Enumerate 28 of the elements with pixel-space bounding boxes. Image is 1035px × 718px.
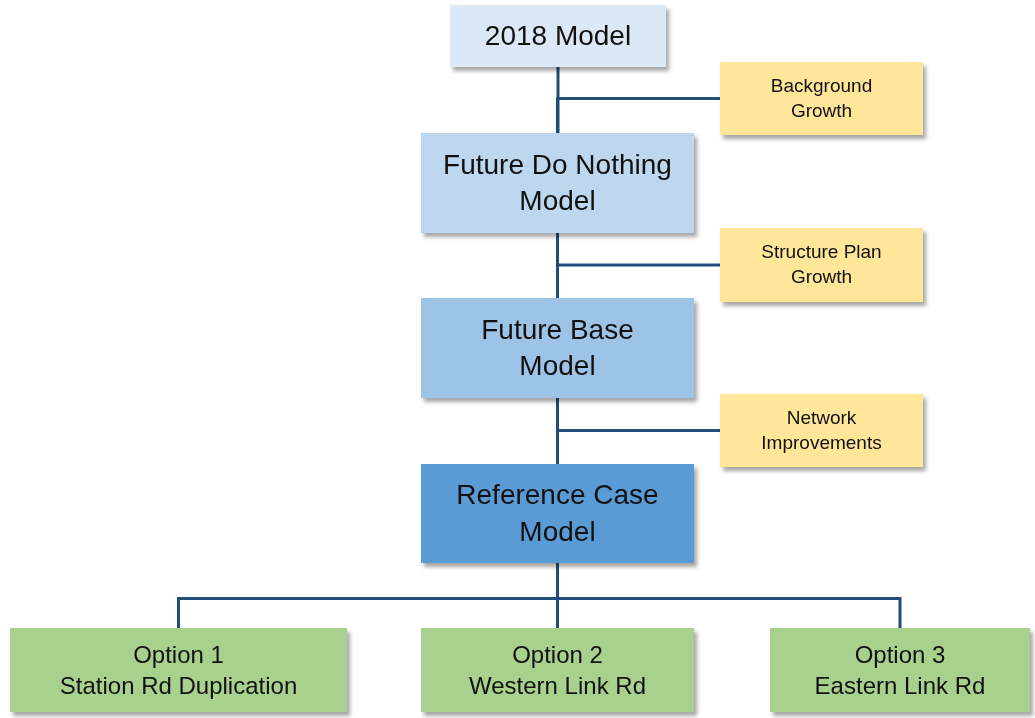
input-box [720,62,923,135]
model-box [421,298,694,398]
model-box [421,464,694,563]
box-label: Structure Plan Growth [760,240,883,289]
box-label: Reference Case Model [455,478,660,549]
option-title: Option 3 [854,639,946,670]
connector-line [556,263,720,298]
connector-line [556,97,720,133]
box-label: Network Improvements [760,405,883,455]
box-label: Station Rd Duplication [59,671,298,701]
input-box [720,228,923,302]
option-title: Option 2 [512,639,603,670]
box-label: Western Link Rd [469,671,646,701]
option-box [770,628,1030,712]
option-box [421,628,694,712]
box-label: Eastern Link Rd [814,671,986,701]
input-box [720,394,923,467]
connector-line [556,429,720,464]
connector-line [556,563,902,628]
option-box [10,628,347,712]
box-label: 2018 Model [484,18,632,53]
box-label: Future Do Nothing Model [442,147,673,218]
model-box [421,133,694,233]
model-box [450,5,666,67]
connector-line [556,67,560,133]
option-title: Option 1 [133,639,224,670]
box-label: Future Base Model [480,312,635,383]
box-label: Background Growth [769,73,874,123]
